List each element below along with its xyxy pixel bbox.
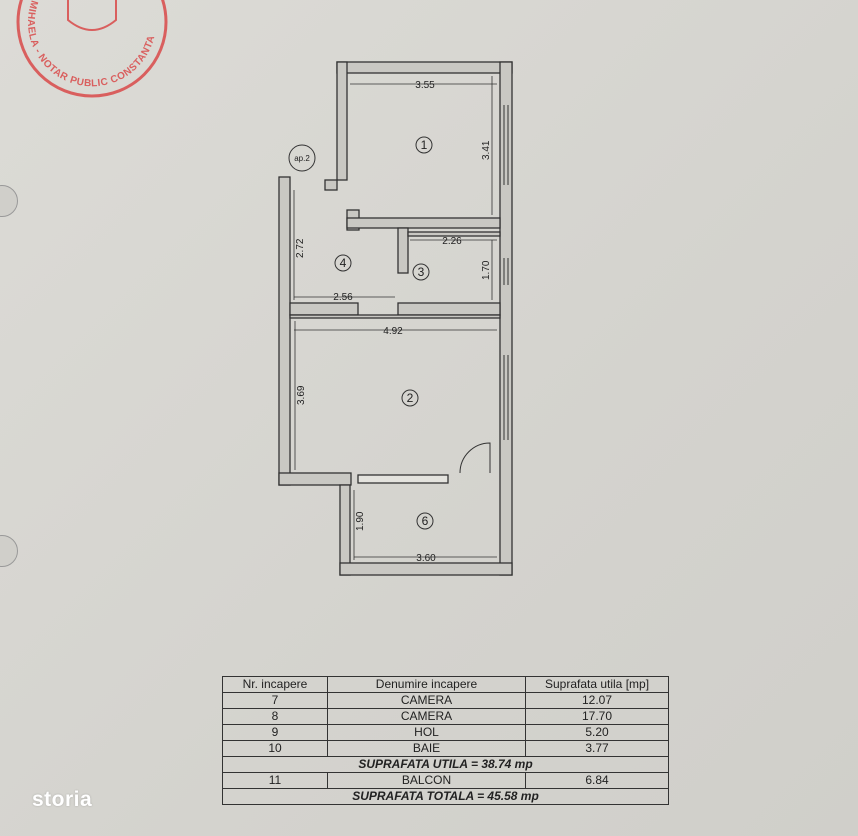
cell-nr: 11 <box>222 772 328 789</box>
cell-name: BALCON <box>327 772 526 789</box>
cell-nr: 9 <box>222 724 328 741</box>
dimension-label: 2.56 <box>333 292 353 303</box>
cell-name: BAIE <box>327 740 526 757</box>
dimension-label: 3.69 <box>296 385 307 405</box>
header-cell: Nr. incapere <box>222 676 328 693</box>
cell-area: 12.07 <box>525 692 669 709</box>
dimension-label: 1.90 <box>355 511 366 531</box>
dimension-label: 2.72 <box>295 238 306 258</box>
dimension-label: 2.26 <box>442 236 462 247</box>
area-table: Nr. incapere Denumire incapere Suprafata… <box>222 676 669 805</box>
room-number: 6 <box>422 514 429 528</box>
dimension-label: 3.41 <box>481 140 492 160</box>
total-row: SUPRAFATA TOTALA = 45.58 mp <box>222 788 669 805</box>
dimension-label: 3.55 <box>415 80 435 91</box>
dimension-label: 3.60 <box>416 553 436 564</box>
apartment-label: ap.2 <box>294 154 310 163</box>
room-number: 3 <box>418 265 425 279</box>
dimension-lines <box>293 76 497 560</box>
cell-nr: 10 <box>222 740 328 757</box>
header-cell: Denumire incapere <box>327 676 526 693</box>
subtotal: SUPRAFATA UTILA = 38.74 mp <box>222 756 669 773</box>
table-header: Nr. incapere Denumire incapere Suprafata… <box>222 676 669 693</box>
windows-doors <box>288 105 509 474</box>
notary-stamp: MIHAELA - NOTAR PUBLIC CONSTANTA <box>16 0 168 98</box>
total: SUPRAFATA TOTALA = 45.58 mp <box>222 788 669 805</box>
dimension-label: 4.92 <box>383 326 403 337</box>
header-cell: Suprafata utila [mp] <box>525 676 669 693</box>
subtotal-row: SUPRAFATA UTILA = 38.74 mp <box>222 756 669 773</box>
storia-watermark: storia <box>32 788 93 811</box>
cell-nr: 8 <box>222 708 328 725</box>
room-numbers <box>334 136 434 530</box>
stamp-lettering-path: MIHAELA - NOTAR PUBLIC CONSTANTA <box>25 0 157 89</box>
dimension-label: 1.70 <box>481 260 492 280</box>
cell-area: 17.70 <box>525 708 669 725</box>
room-number: 4 <box>340 256 347 270</box>
stamp-lettering: MIHAELA - NOTAR PUBLIC CONSTANTA <box>25 0 157 89</box>
walls <box>278 61 513 576</box>
cell-name: HOL <box>327 724 526 741</box>
cell-area: 3.77 <box>525 740 669 757</box>
cell-area: 6.84 <box>525 772 669 789</box>
room-number: 2 <box>407 391 414 405</box>
cell-name: CAMERA <box>327 708 526 725</box>
cell-area: 5.20 <box>525 724 669 741</box>
cell-name: CAMERA <box>327 692 526 709</box>
cell-nr: 7 <box>222 692 328 709</box>
room-number: 1 <box>421 138 428 152</box>
